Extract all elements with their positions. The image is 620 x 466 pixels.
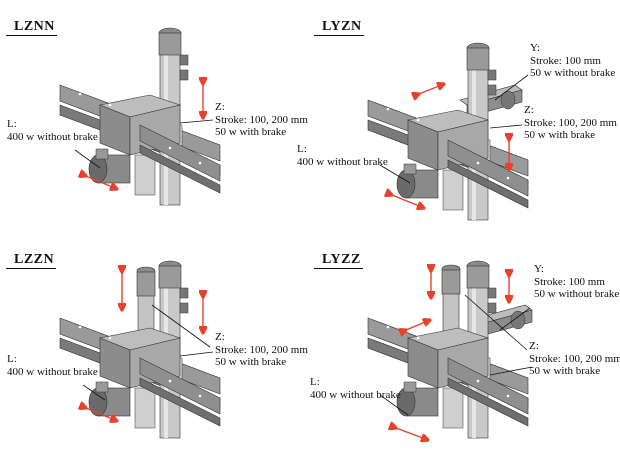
stroke-spec: Stroke: 100, 200 mm [524, 116, 617, 129]
gantry-lyzz [367, 260, 533, 439]
l-axis-label: L: 400 w without brake [297, 143, 388, 168]
panel-title: LYZZ [314, 252, 363, 269]
l-arrow [396, 428, 428, 440]
l-axis-label: L: 400 w without brake [7, 118, 98, 143]
axis-name: Y: [530, 42, 540, 54]
axis-name: L: [297, 143, 307, 155]
stroke-spec: Stroke: 100 mm [534, 275, 605, 288]
motor-spec: 50 w with brake [215, 356, 287, 368]
axis-name: Z: [529, 340, 539, 352]
z-axis-label: Z: Stroke: 100, 200 mm 50 w with brake [215, 331, 308, 369]
motor-spec: 400 w without brake [310, 388, 401, 401]
y-axis-label: Y: Stroke: 100 mm 50 w without brake [530, 42, 615, 80]
motor-spec: 50 w with brake [529, 365, 601, 377]
l-axis-label: L: 400 w without brake [7, 353, 98, 378]
stroke-spec: Stroke: 100, 200 mm [215, 343, 308, 356]
motion-arrows [86, 84, 509, 440]
panel-title: LYZN [314, 19, 364, 36]
motor-spec: 50 w without brake [530, 67, 616, 79]
l-axis-label: L: 400 w without brake [310, 376, 401, 401]
motor-spec: 50 w with brake [215, 126, 287, 138]
y-arrow [406, 320, 430, 330]
z-axis-label: Z: Stroke: 100, 200 mm 50 w with brake [524, 104, 617, 142]
l-arrow [86, 176, 117, 189]
axis-name: Y: [534, 263, 544, 275]
z-axis-label: Z: Stroke: 100, 200 mm 50 w with brake [529, 340, 620, 378]
axis-name: L: [7, 118, 17, 130]
gantry-lyzn [367, 42, 529, 221]
l-arrow [392, 195, 424, 208]
motor-spec: 400 w without brake [297, 155, 388, 168]
motor-spec: 50 w with brake [524, 129, 596, 141]
axis-name: Z: [215, 101, 225, 113]
stroke-spec: Stroke: 100, 200 mm [215, 113, 308, 126]
z-axis-label: Z: Stroke: 100, 200 mm 50 w with brake [215, 101, 308, 139]
axis-name: L: [7, 353, 17, 365]
motor-spec: 400 w without brake [7, 365, 98, 378]
gantry-lznn [59, 27, 221, 206]
panel-title: LZNN [6, 19, 57, 36]
motor-spec: 400 w without brake [7, 130, 98, 143]
stroke-spec: Stroke: 100 mm [530, 54, 601, 67]
axis-name: L: [310, 376, 320, 388]
gantry-lzzn [59, 260, 221, 439]
l-arrow [86, 408, 117, 421]
panel-title: LZZN [6, 252, 57, 269]
leader-lines [74, 74, 533, 416]
stroke-spec: Stroke: 100, 200 mm [529, 352, 620, 365]
axis-name: Z: [524, 104, 534, 116]
motor-spec: 50 w without brake [534, 288, 620, 300]
y-axis-label: Y: Stroke: 100 mm 50 w without brake [534, 263, 619, 301]
axis-name: Z: [215, 331, 225, 343]
y-arrow [419, 84, 444, 94]
